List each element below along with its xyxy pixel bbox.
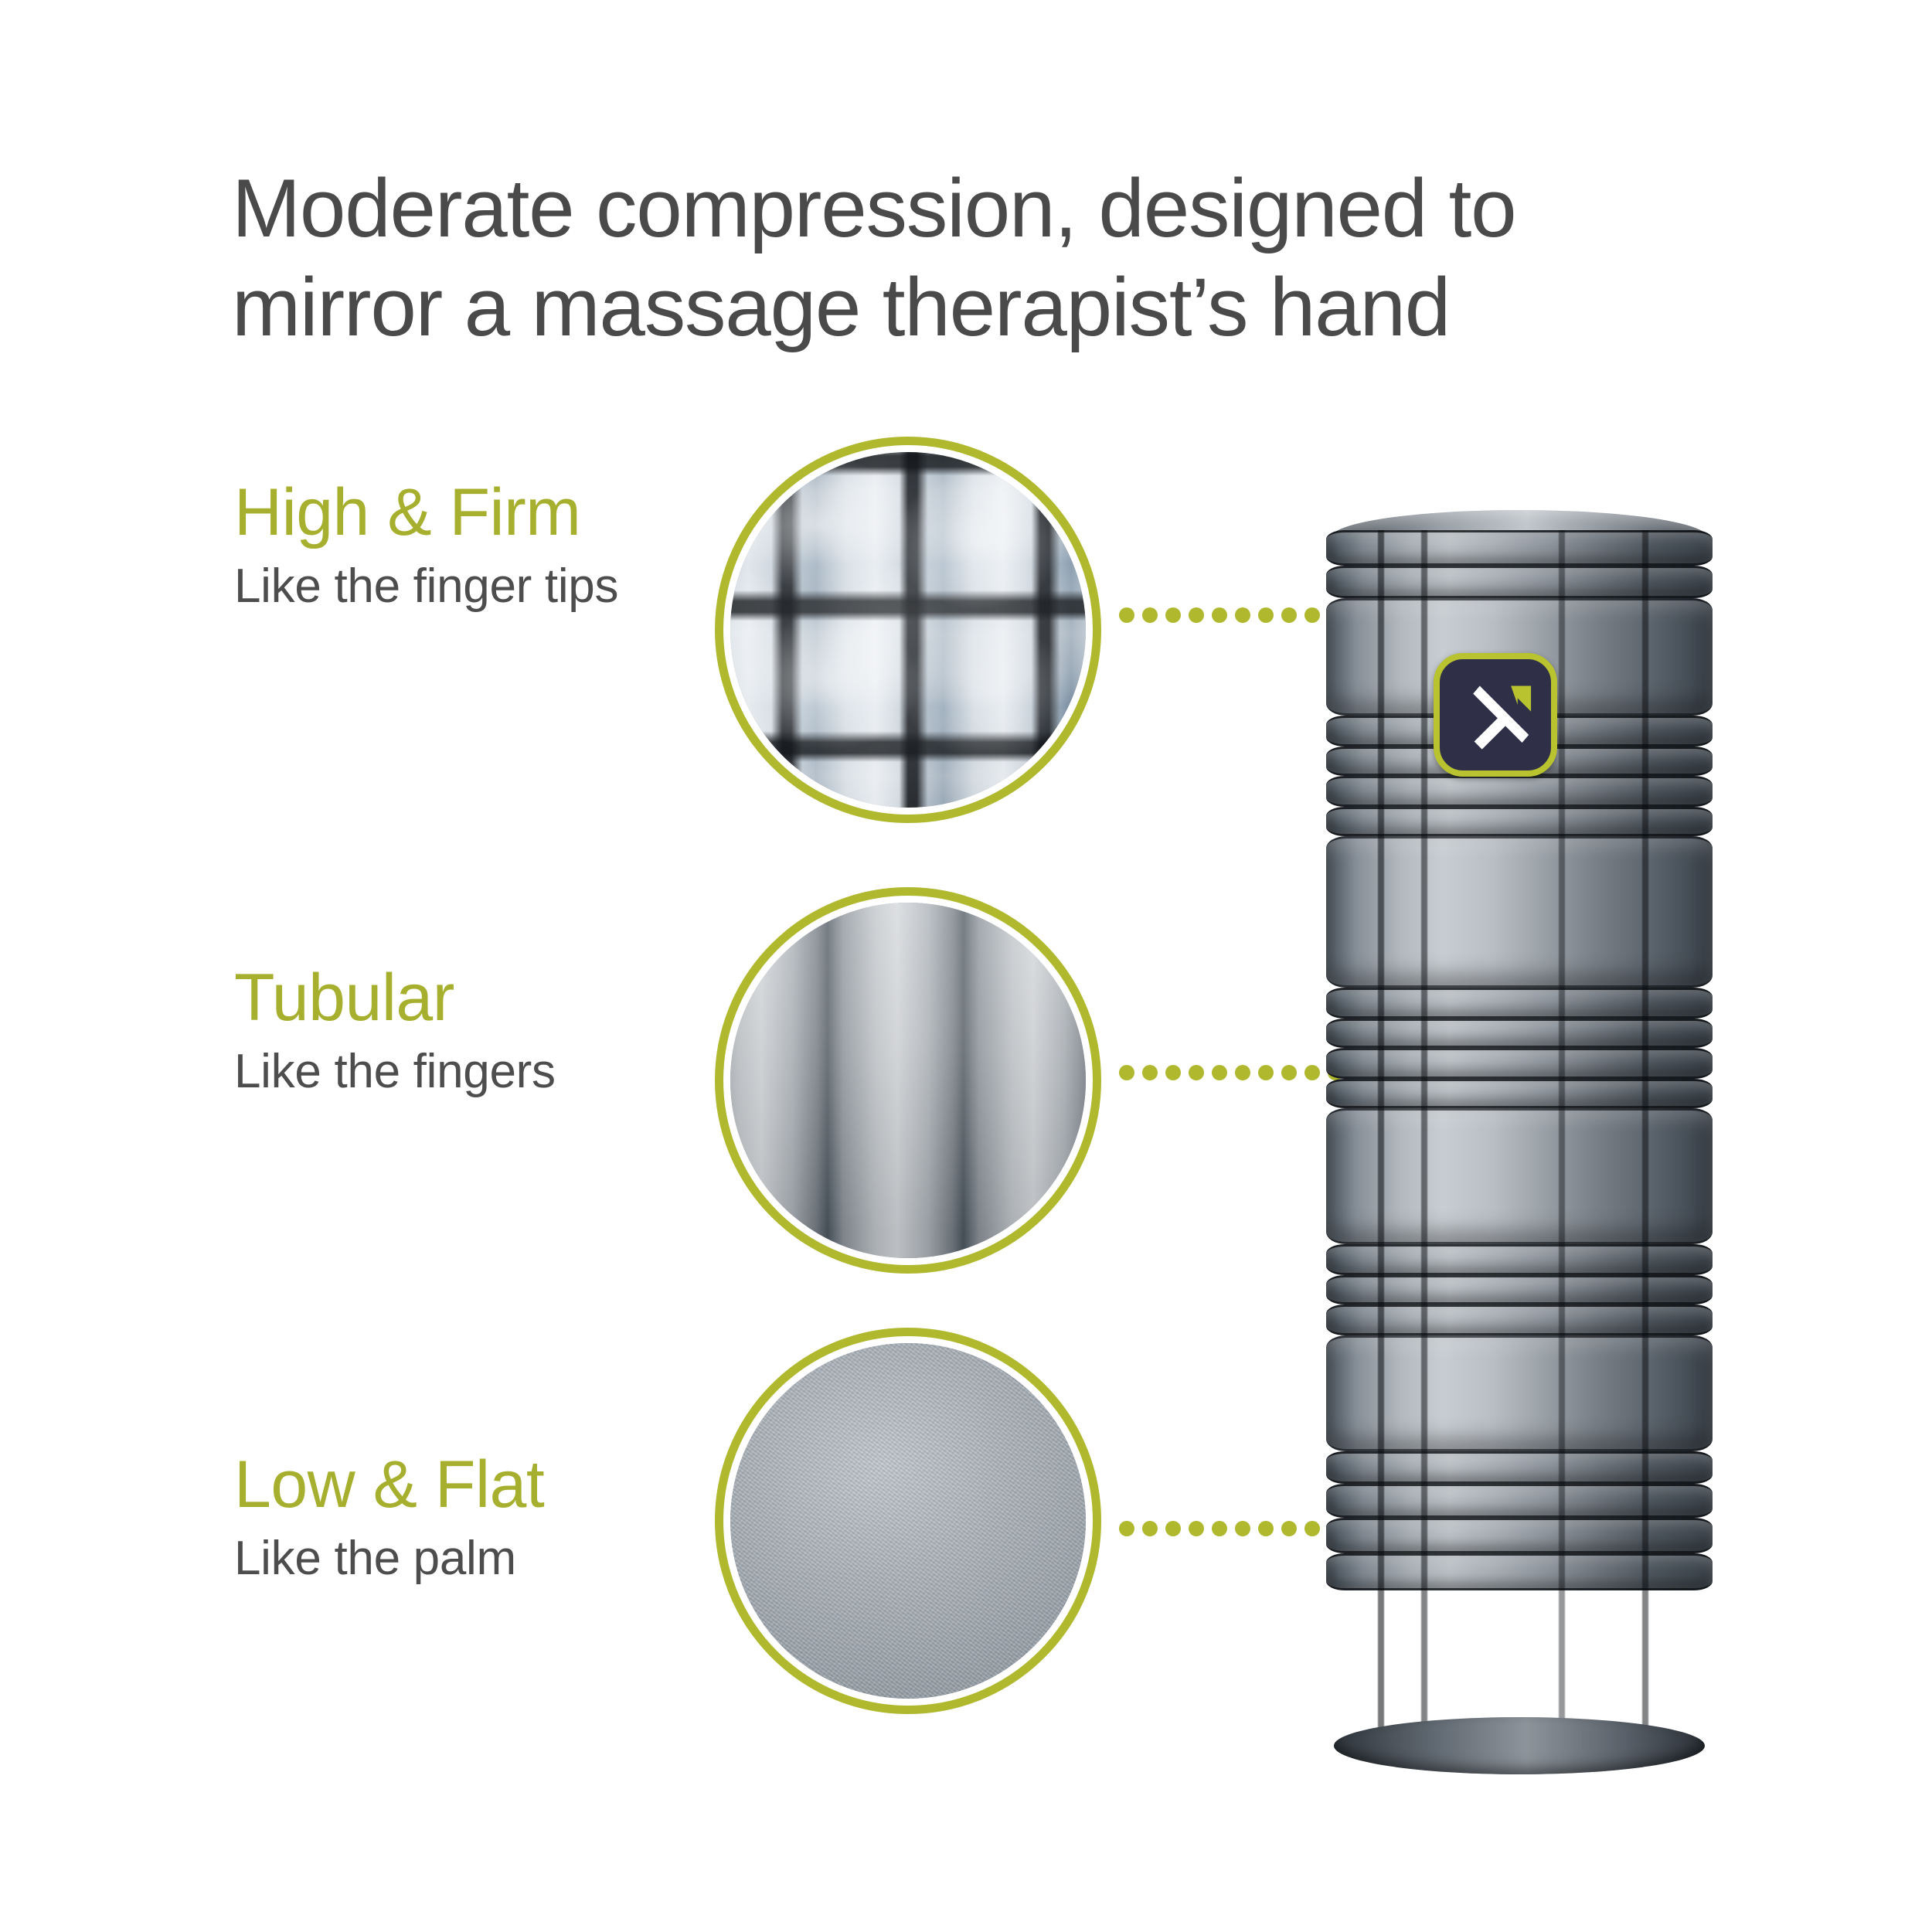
feature-subtitle: Like the finger tips: [234, 559, 619, 613]
roller-ridge-band: [1326, 1079, 1713, 1108]
vertical-tubes-texture: [730, 903, 1086, 1258]
detail-callout-high-firm: [715, 437, 1101, 823]
connector-dot: [1189, 607, 1204, 623]
connector-dot: [1212, 1521, 1227, 1536]
roller-ridge-band: [1326, 1484, 1713, 1518]
connector-line-tubular: [1119, 1065, 1351, 1080]
callout-photo: [730, 1343, 1086, 1699]
connector-dot: [1235, 1521, 1250, 1536]
flat-surface-texture: [730, 1343, 1086, 1699]
feature-title: Low & Flat: [234, 1447, 545, 1522]
connector-dot: [1189, 1521, 1204, 1536]
roller-ridge-band: [1326, 1304, 1713, 1335]
feature-title: High & Firm: [234, 475, 581, 549]
connector-dot: [1304, 1521, 1320, 1536]
roller-ridge-band: [1326, 1275, 1713, 1304]
connector-dot: [1258, 1521, 1274, 1536]
roller-block-band: [1326, 836, 1713, 988]
roller-ridge-band: [1326, 1244, 1713, 1275]
feature-subtitle: Like the fingers: [234, 1044, 556, 1098]
roller-block-band: [1326, 1335, 1713, 1451]
connector-dot: [1304, 1065, 1320, 1080]
connector-dot: [1258, 607, 1274, 623]
connector-dot: [1304, 607, 1320, 623]
roller-bottom-cap: [1334, 1717, 1705, 1774]
detail-callout-tubular: [715, 887, 1101, 1274]
feature-block-low-flat: Low & Flat Like the palm: [234, 1451, 821, 1583]
roller-ridge-band: [1326, 1553, 1713, 1590]
roller-ridge-band: [1326, 807, 1713, 836]
detail-callout-low-flat: [715, 1328, 1101, 1714]
page-title: Moderate compression, designed to mirror…: [232, 162, 1517, 354]
connector-dot: [1212, 1065, 1227, 1080]
connector-dot: [1142, 607, 1158, 623]
roller-ridge-band: [1326, 988, 1713, 1019]
feature-block-tubular: Tubular Like the fingers: [234, 964, 821, 1097]
connector-dot: [1142, 1065, 1158, 1080]
connector-dot: [1235, 1065, 1250, 1080]
connector-dot: [1281, 1521, 1297, 1536]
roller-ridge-band: [1326, 776, 1713, 807]
connector-dot: [1165, 1065, 1181, 1080]
roller-ridge-band: [1326, 530, 1713, 566]
feature-subtitle: Like the palm: [234, 1531, 516, 1585]
connector-dot: [1235, 607, 1250, 623]
roller-ridge-band: [1326, 1451, 1713, 1484]
connector-dot: [1119, 1065, 1134, 1080]
connector-dot: [1281, 1065, 1297, 1080]
callout-photo: [730, 452, 1086, 808]
roller-block-band: [1326, 1108, 1713, 1244]
feature-block-high-firm: High & Firm Like the finger tips: [234, 475, 821, 613]
triggerpoint-logo: [1434, 653, 1557, 777]
roller-ridge-band: [1326, 1048, 1713, 1079]
connector-dot: [1212, 607, 1227, 623]
roller-ridge-band: [1326, 566, 1713, 598]
quilted-blocks-texture: [730, 452, 1086, 808]
roller-ridge-band: [1326, 1518, 1713, 1553]
connector-dot: [1165, 1521, 1181, 1536]
connector-dot: [1165, 607, 1181, 623]
connector-dot: [1142, 1521, 1158, 1536]
connector-dot: [1119, 1521, 1134, 1536]
connector-dot: [1119, 607, 1134, 623]
callout-photo: [730, 903, 1086, 1258]
connector-dot: [1189, 1065, 1204, 1080]
feature-title: Tubular: [234, 961, 454, 1035]
connector-dot: [1258, 1065, 1274, 1080]
connector-dot: [1281, 607, 1297, 623]
roller-ridge-band: [1326, 1019, 1713, 1048]
